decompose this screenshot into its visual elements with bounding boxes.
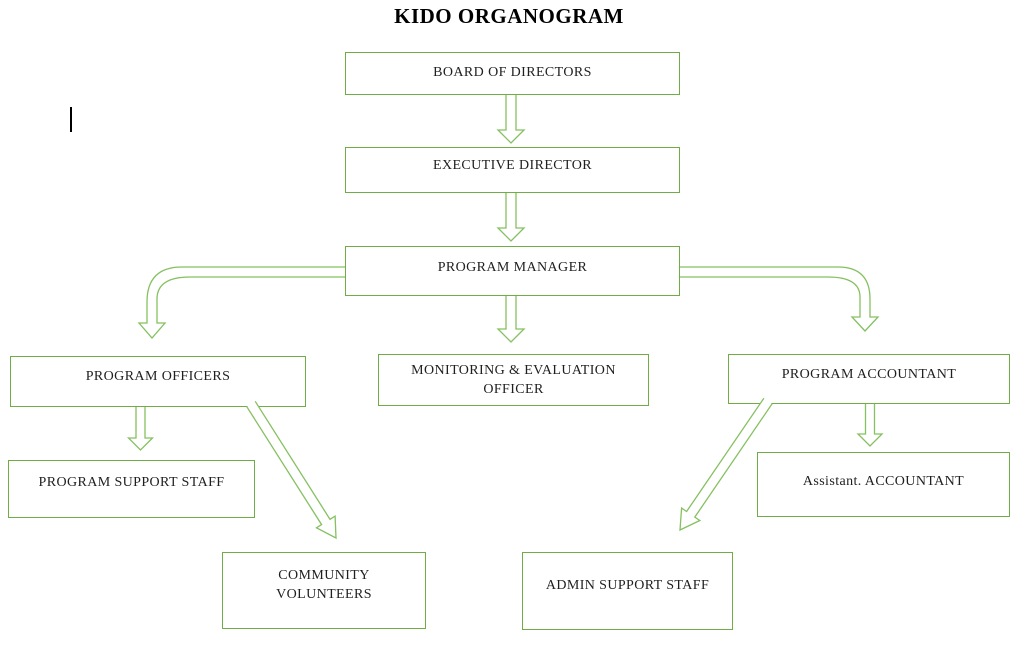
page-title: KIDO ORGANOGRAM	[394, 4, 624, 28]
node-community-volunteers[interactable]: COMMUNITY VOLUNTEERS	[222, 552, 426, 629]
node-program-officers-label: PROGRAM OFFICERS	[85, 369, 231, 384]
node-executive-director[interactable]: EXECUTIVE DIRECTOR	[345, 147, 680, 193]
down-arrow-officers-to-support-icon[interactable]	[126, 407, 155, 451]
down-arrow-accountant-to-assistant-icon[interactable]	[856, 404, 884, 447]
node-program-support-staff[interactable]: PROGRAM SUPPORT STAFF	[8, 460, 255, 518]
node-board-of-directors-label: BOARD OF DIRECTORS	[433, 65, 592, 80]
node-monitoring-evaluation-officer-label: MONITORING & EVALUATION OFFICER	[411, 363, 616, 397]
node-program-accountant-label: PROGRAM ACCOUNTANT	[781, 367, 957, 382]
diagonal-arrow-accountant-to-admin-icon[interactable]	[679, 397, 773, 532]
node-board-of-directors[interactable]: BOARD OF DIRECTORS	[345, 52, 680, 95]
node-program-officers[interactable]: PROGRAM OFFICERS	[10, 356, 306, 407]
down-arrow-manager-to-me-officer-icon[interactable]	[496, 296, 526, 343]
node-assistant-accountant-label: Assistant. ACCOUNTANT	[802, 474, 965, 489]
node-admin-support-staff[interactable]: ADMIN SUPPORT STAFF	[522, 552, 733, 630]
text-cursor	[70, 107, 72, 132]
node-admin-support-staff-label: ADMIN SUPPORT STAFF	[545, 578, 710, 593]
node-assistant-accountant[interactable]: Assistant. ACCOUNTANT	[757, 452, 1010, 517]
node-monitoring-evaluation-officer[interactable]: MONITORING & EVALUATION OFFICER	[378, 354, 649, 406]
diagonal-arrow-officers-to-volunteers-icon[interactable]	[246, 400, 337, 540]
node-executive-director-label: EXECUTIVE DIRECTOR	[433, 158, 592, 173]
node-program-accountant[interactable]: PROGRAM ACCOUNTANT	[728, 354, 1010, 404]
node-program-manager[interactable]: PROGRAM MANAGER	[345, 246, 680, 296]
node-program-manager-label: PROGRAM MANAGER	[437, 260, 588, 275]
node-community-volunteers-label: COMMUNITY VOLUNTEERS	[276, 568, 372, 602]
bent-arrow-manager-to-accountant-icon[interactable]	[680, 266, 880, 332]
bent-arrow-manager-to-officers-icon[interactable]	[137, 266, 345, 339]
down-arrow-board-to-executive-icon[interactable]	[496, 95, 526, 144]
down-arrow-executive-to-manager-icon[interactable]	[496, 193, 526, 242]
node-program-support-staff-label: PROGRAM SUPPORT STAFF	[38, 475, 225, 490]
